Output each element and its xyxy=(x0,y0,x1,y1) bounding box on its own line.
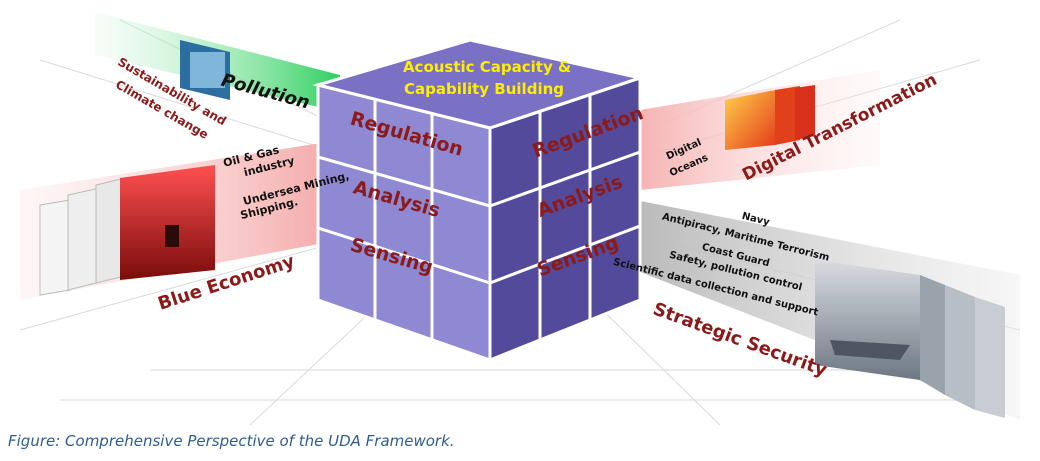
ocean-image xyxy=(190,52,225,88)
warship-image xyxy=(830,340,910,360)
uda-framework-diagram: Acoustic Capacity & Capability Building … xyxy=(19,12,1021,425)
digital-beam xyxy=(640,70,880,190)
cube xyxy=(312,38,646,363)
cube-top-line2: Capability Building xyxy=(404,80,564,98)
security-beam xyxy=(635,200,1020,420)
blue-economy-beam xyxy=(20,140,340,300)
cube-right-face xyxy=(490,78,640,360)
figure-caption: Figure: Comprehensive Perspective of the… xyxy=(8,432,455,450)
pollution-beam xyxy=(95,12,340,112)
cube-top-line1: Acoustic Capacity & xyxy=(403,58,571,76)
cube-left-face xyxy=(318,85,490,360)
oil-rig-image xyxy=(165,225,179,247)
